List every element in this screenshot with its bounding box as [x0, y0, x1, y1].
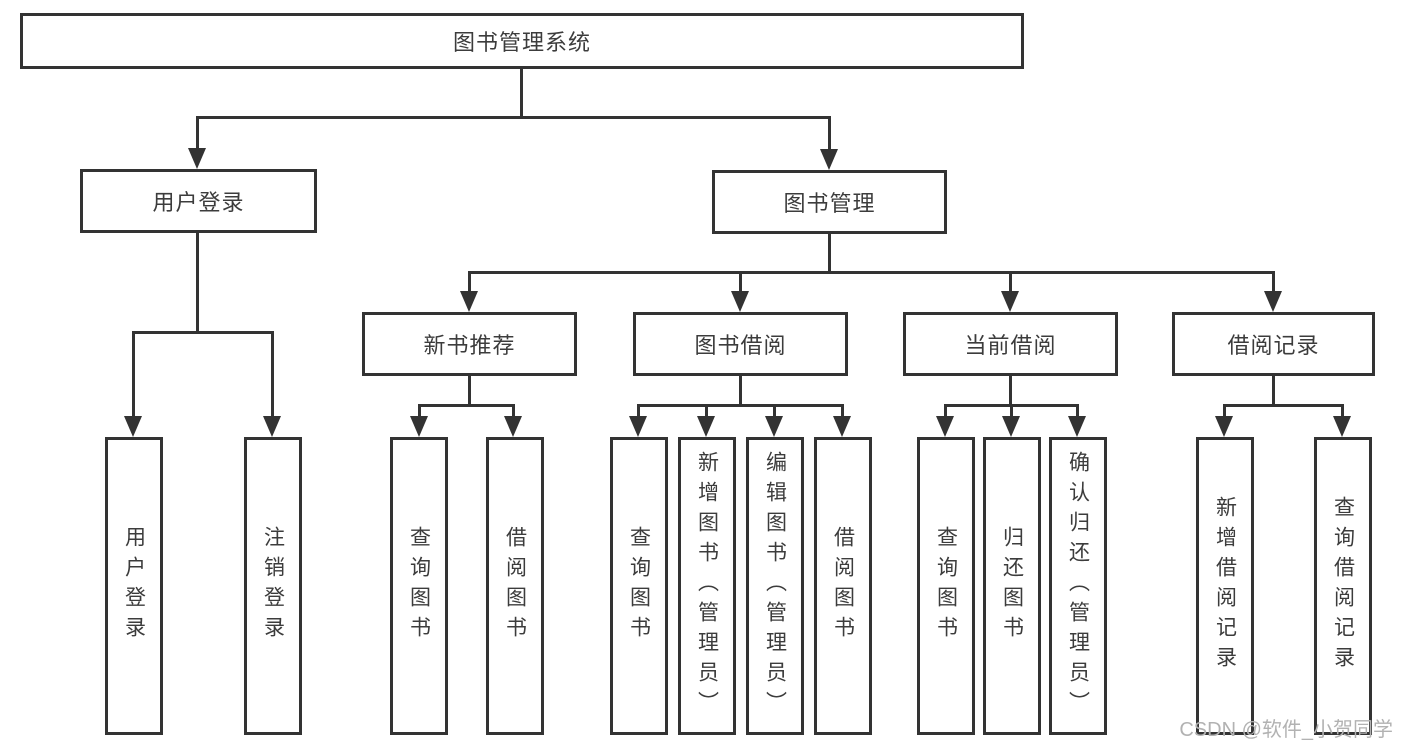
node-label: 查询图书 — [627, 526, 651, 646]
leaf-query-books-borrowing: 查询图书 — [610, 437, 668, 735]
node-new-book-recommendation: 新书推荐 — [362, 312, 577, 376]
node-label: 借阅记录 — [1227, 333, 1320, 358]
connector-line — [468, 271, 1275, 274]
connector-line — [132, 331, 274, 334]
connector-arrow-down — [765, 405, 783, 437]
node-label: 新增图书（管理员） — [695, 451, 719, 721]
node-label: 借阅图书 — [831, 526, 855, 646]
leaf-query-borrow-record: 查询借阅记录 — [1314, 437, 1372, 735]
connector-line — [520, 69, 523, 119]
leaf-user-login: 用户登录 — [105, 437, 163, 735]
leaf-add-books-admin: 新增图书（管理员） — [678, 437, 736, 735]
node-label: 新增借阅记录 — [1213, 496, 1237, 676]
connector-arrow-down — [1215, 405, 1233, 437]
connector-line — [739, 376, 742, 407]
leaf-logout: 注销登录 — [244, 437, 302, 735]
connector-line — [1272, 376, 1275, 407]
connector-arrow-down — [1002, 405, 1020, 437]
leaf-query-books-recommend: 查询图书 — [390, 437, 448, 735]
node-borrowing-records: 借阅记录 — [1172, 312, 1375, 376]
connector-arrow-down — [629, 405, 647, 437]
connector-arrow-down — [1333, 405, 1351, 437]
node-label: 归还图书 — [1000, 526, 1024, 646]
node-label: 借阅图书 — [503, 526, 527, 646]
connector-line — [637, 404, 844, 407]
node-label: 注销登录 — [261, 526, 285, 646]
connector-arrow-down — [833, 405, 851, 437]
node-label: 查询图书 — [934, 526, 958, 646]
node-label: 用户登录 — [152, 190, 245, 215]
leaf-edit-books-admin: 编辑图书（管理员） — [746, 437, 804, 735]
node-user-login: 用户登录 — [80, 169, 317, 233]
node-library-management-system: 图书管理系统 — [20, 13, 1024, 69]
node-label: 确认归还（管理员） — [1066, 451, 1090, 721]
connector-arrow-down — [504, 405, 522, 437]
node-label: 编辑图书（管理员） — [763, 451, 787, 721]
node-label: 当前借阅 — [964, 333, 1057, 358]
connector-arrow-down — [1264, 272, 1282, 312]
node-label: 用户登录 — [122, 526, 146, 646]
node-label: 查询借阅记录 — [1331, 496, 1355, 676]
csdn-watermark: CSDN @软件_小贺同学 — [1179, 719, 1393, 741]
connector-arrow-down — [263, 332, 281, 437]
connector-arrow-down — [410, 405, 428, 437]
connector-line — [196, 116, 831, 119]
leaf-add-borrow-record: 新增借阅记录 — [1196, 437, 1254, 735]
leaf-query-books-current: 查询图书 — [917, 437, 975, 735]
node-label: 图书管理系统 — [452, 30, 591, 55]
connector-arrow-down — [1068, 405, 1086, 437]
connector-arrow-down — [460, 272, 478, 312]
connector-line — [418, 404, 515, 407]
connector-arrow-down — [1001, 272, 1019, 312]
node-book-borrowing: 图书借阅 — [633, 312, 848, 376]
leaf-borrow-books-recommend: 借阅图书 — [486, 437, 544, 735]
node-label: 查询图书 — [407, 526, 431, 646]
leaf-borrow-books: 借阅图书 — [814, 437, 872, 735]
node-label: 图书管理 — [783, 191, 876, 216]
node-book-management: 图书管理 — [712, 170, 947, 234]
connector-arrow-down — [697, 405, 715, 437]
connector-line — [468, 376, 471, 407]
connector-line — [1223, 404, 1344, 407]
connector-line — [828, 234, 831, 274]
node-label: 图书借阅 — [694, 333, 787, 358]
connector-line — [1009, 376, 1012, 407]
connector-arrow-down — [124, 332, 142, 437]
node-current-borrowing: 当前借阅 — [903, 312, 1118, 376]
leaf-return-books: 归还图书 — [983, 437, 1041, 735]
connector-line — [196, 233, 199, 334]
connector-arrow-down — [188, 117, 206, 169]
leaf-confirm-return-admin: 确认归还（管理员） — [1049, 437, 1107, 735]
connector-arrow-down — [820, 117, 838, 170]
connector-arrow-down — [936, 405, 954, 437]
connector-arrow-down — [731, 272, 749, 312]
node-label: 新书推荐 — [423, 333, 516, 358]
